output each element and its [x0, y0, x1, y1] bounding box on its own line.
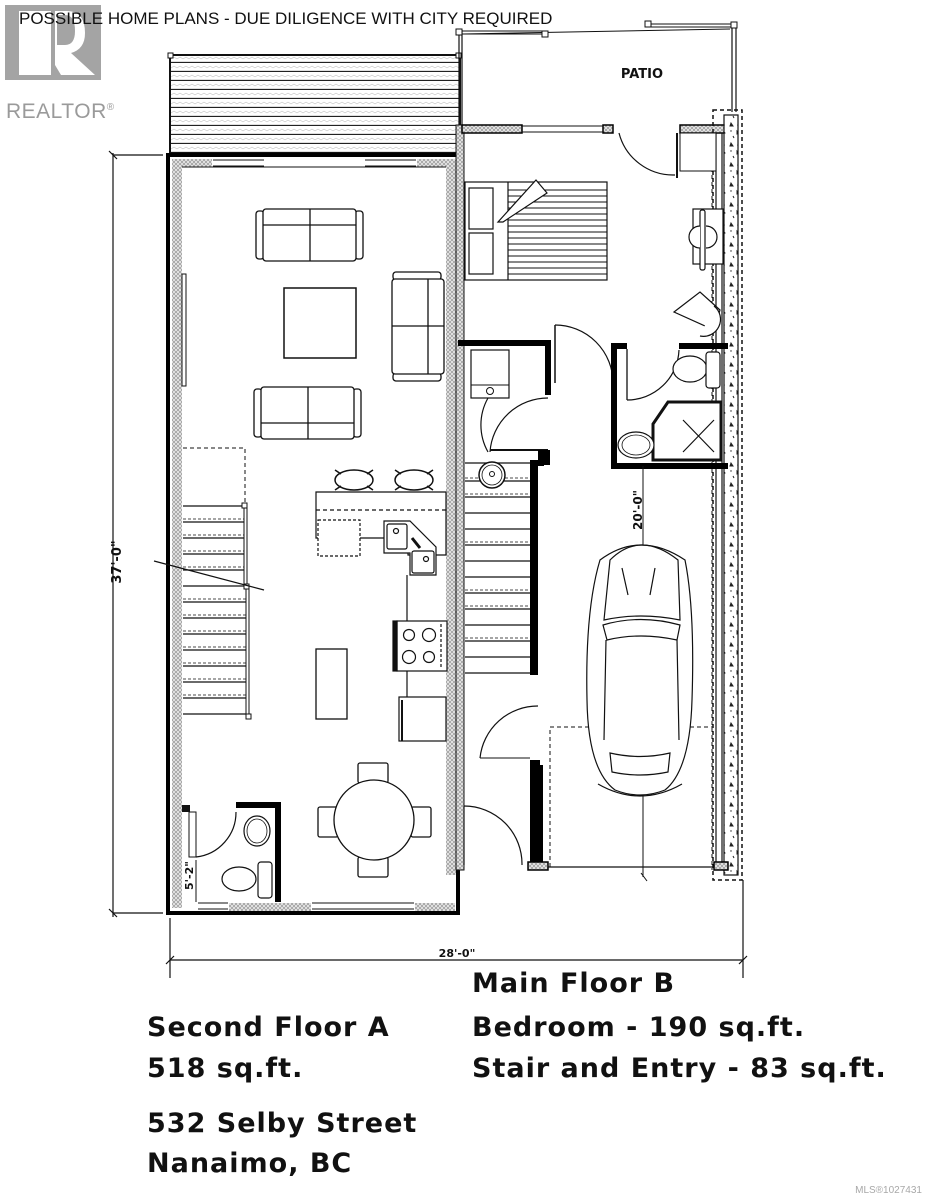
kitchen-table — [315, 648, 348, 720]
bed — [464, 179, 608, 281]
patio-label: PATIO — [621, 67, 663, 82]
height-dimension: 37'-0" — [110, 540, 125, 583]
stair-entry-area: Stair and Entry - 83 sq.ft. — [472, 1053, 887, 1084]
second-floor-area: 518 sq.ft. — [147, 1053, 304, 1084]
bedroom-area: Bedroom - 190 sq.ft. — [472, 1012, 806, 1043]
address-street: 532 Selby Street — [147, 1108, 418, 1139]
desk-chair — [672, 208, 724, 337]
main-floor-stairs — [463, 450, 729, 871]
powder-room: 5'-2" — [182, 802, 281, 902]
second-floor-title: Second Floor A — [147, 1012, 390, 1043]
bath-dimension: 5'-2" — [183, 861, 196, 890]
sofa-right — [391, 271, 445, 382]
mls-number: MLS®1027431 — [855, 1185, 922, 1196]
second-floor-stairs — [153, 447, 265, 720]
registered-mark: ® — [106, 102, 115, 113]
bar-stools — [334, 469, 434, 491]
sofa-top — [255, 208, 364, 262]
realtor-word: REALTOR — [6, 100, 107, 123]
sofa-bottom — [253, 386, 362, 440]
width-dimension: 28'-0" — [439, 947, 476, 960]
dimension-lines — [108, 150, 748, 978]
car — [586, 544, 694, 797]
coffee-table — [283, 287, 357, 359]
kitchen-island — [315, 491, 447, 576]
patio: PATIO — [455, 20, 738, 127]
realtor-wordmark: REALTOR® — [6, 100, 115, 124]
laundry-room — [458, 324, 614, 465]
ensuite-bath — [611, 343, 728, 469]
main-floor-title: Main Floor B — [472, 968, 676, 999]
realtor-logo — [5, 5, 101, 80]
deck — [167, 52, 462, 154]
address-city: Nanaimo, BC — [147, 1148, 353, 1179]
kitchen-counter — [392, 575, 448, 742]
disclaimer-banner: POSSIBLE HOME PLANS - DUE DILIGENCE WITH… — [19, 9, 553, 28]
dining-set — [317, 762, 432, 878]
realtor-r-icon — [5, 5, 101, 80]
garage-dimension: 20'-0" — [631, 490, 645, 530]
